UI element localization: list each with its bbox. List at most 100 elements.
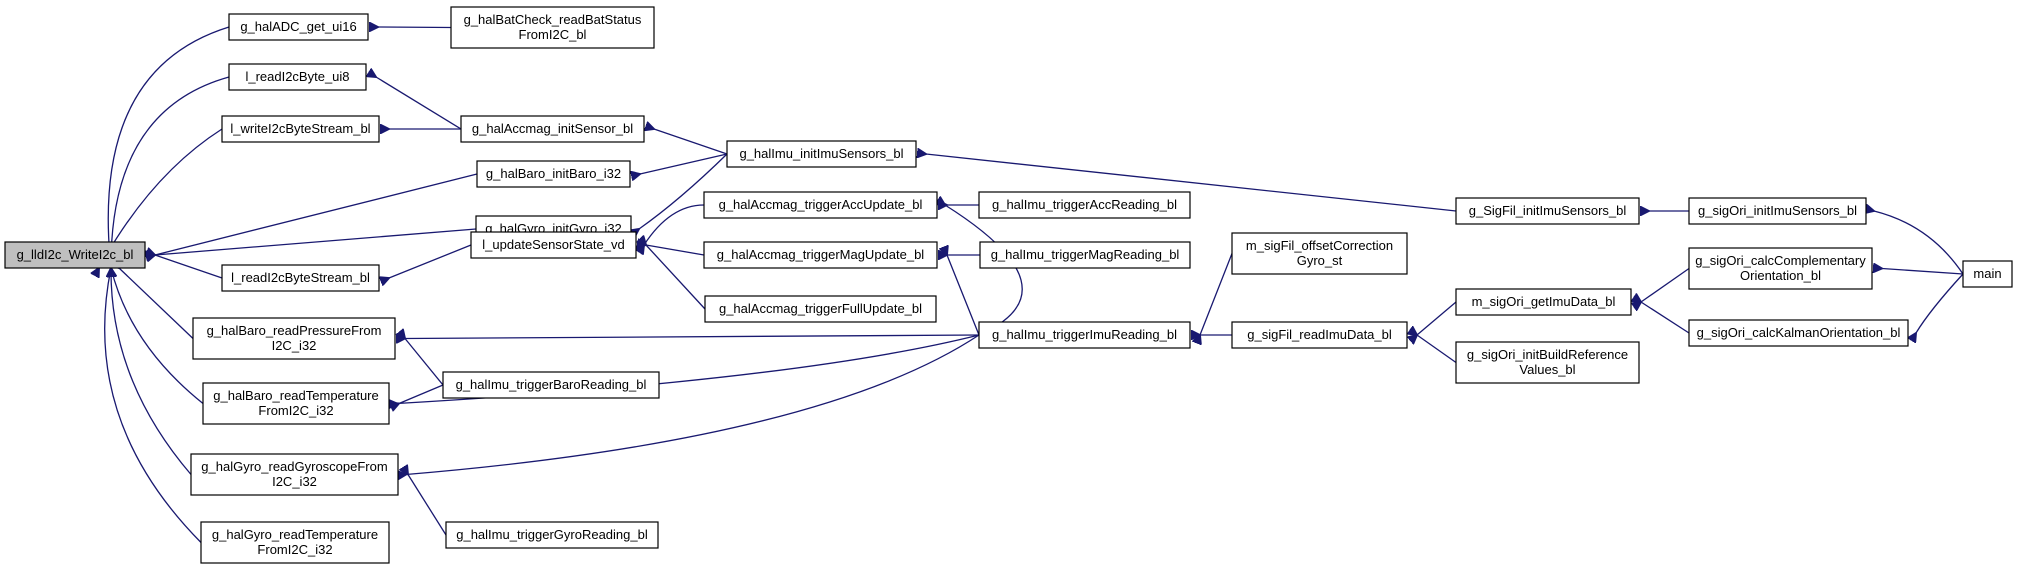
node-label: g_halBaro_initBaro_i32 <box>486 166 621 181</box>
node-box <box>190 453 399 496</box>
call-edge-barotemp-to-root <box>111 268 204 405</box>
function-node-root[interactable]: g_lldI2c_WriteI2c_bl <box>4 241 146 269</box>
node-box <box>704 295 937 323</box>
function-node-readimu[interactable]: g_sigFil_readImuData_bl <box>1231 321 1408 349</box>
node-label: l_readI2cByte_ui8 <box>245 69 349 84</box>
function-node-writestream[interactable]: l_writeI2cByteStream_bl <box>221 115 380 143</box>
function-node-imuinit[interactable]: g_halImu_initImuSensors_bl <box>726 140 917 168</box>
node-box <box>1688 197 1867 225</box>
function-node-imutrig[interactable]: g_halImu_triggerImuReading_bl <box>978 321 1191 349</box>
node-label: g_halImu_triggerBaroReading_bl <box>456 377 647 392</box>
call-edge-baroinit-to-root <box>155 173 478 255</box>
node-label: g_lldI2c_WriteI2c_bl <box>17 247 134 262</box>
call-edge-accinit-to-readbyte <box>376 77 462 130</box>
node-label: g_sigOri_calcKalmanOrientation_bl <box>1697 325 1901 340</box>
node-label: g_sigOri_initImuSensors_bl <box>1698 203 1857 218</box>
node-box <box>1455 341 1640 384</box>
node-label: m_sigFil_offsetCorrection <box>1246 238 1393 253</box>
node-box <box>200 521 390 564</box>
node-label: l_readI2cByteStream_bl <box>231 270 370 285</box>
call-edge-main-to-compl <box>1882 269 1964 275</box>
function-node-readbyte[interactable]: l_readI2cByte_ui8 <box>228 63 367 91</box>
call-edge-readbyte-to-root <box>111 76 230 268</box>
function-node-updstate[interactable]: l_updateSensorState_vd <box>470 231 637 259</box>
call-edge-trigfull-to-updstate <box>646 245 706 310</box>
call-edge-imutrig-to-gyroread <box>406 334 980 475</box>
call-edge-imugyro-to-gyroread <box>408 475 447 536</box>
function-node-imumag[interactable]: g_halImu_triggerMagReading_bl <box>979 241 1191 269</box>
node-label: main <box>1973 266 2001 281</box>
node-box <box>978 191 1191 219</box>
node-label: g_sigFil_readImuData_bl <box>1247 327 1392 342</box>
edges-layer <box>99 27 1964 543</box>
call-edge-imubaro-to-barotemp <box>399 384 444 404</box>
node-label: g_halImu_triggerMagReading_bl <box>991 247 1180 262</box>
node-box <box>202 382 390 425</box>
call-edge-imutrig-to-trigacc <box>945 205 1023 336</box>
node-label: g_halBatCheck_readBatStatus <box>464 12 642 27</box>
function-node-baroinit[interactable]: g_halBaro_initBaro_i32 <box>476 160 631 188</box>
node-box <box>1231 321 1408 349</box>
node-box <box>1231 232 1408 275</box>
function-node-trigacc[interactable]: g_halAccmag_triggerAccUpdate_bl <box>703 191 938 219</box>
node-box <box>228 13 369 41</box>
node-label: FromI2C_bl <box>519 27 587 42</box>
node-label: g_halBaro_readTemperature <box>213 388 379 403</box>
node-label: g_halImu_triggerImuReading_bl <box>992 327 1177 342</box>
node-box <box>703 191 938 219</box>
function-node-oriinit[interactable]: g_sigOri_initImuSensors_bl <box>1688 197 1867 225</box>
call-edge-baropress-to-root <box>119 268 194 339</box>
call-edge-trigacc-to-updstate <box>644 204 705 245</box>
function-node-getimu[interactable]: m_sigOri_getImuData_bl <box>1455 288 1632 316</box>
node-box <box>192 317 396 360</box>
function-node-readstream[interactable]: l_readI2cByteStream_bl <box>221 264 380 292</box>
node-label: g_sigOri_initBuildReference <box>1467 347 1628 362</box>
node-box <box>221 264 380 292</box>
function-node-adc[interactable]: g_halADC_get_ui16 <box>228 13 369 41</box>
node-box <box>978 321 1191 349</box>
node-box <box>470 231 637 259</box>
node-box <box>442 371 660 399</box>
call-edge-imuinit-to-accinit <box>654 129 728 155</box>
node-box <box>221 115 380 143</box>
call-edge-gyroread-to-root <box>111 268 192 475</box>
function-node-imubaro[interactable]: g_halImu_triggerBaroReading_bl <box>442 371 660 399</box>
node-label: g_halAccmag_triggerFullUpdate_bl <box>719 301 922 316</box>
node-box <box>979 241 1191 269</box>
node-label: g_halAccmag_triggerMagUpdate_bl <box>717 247 925 262</box>
node-label: FromI2C_i32 <box>257 542 332 557</box>
function-node-imuacc[interactable]: g_halImu_triggerAccReading_bl <box>978 191 1191 219</box>
node-box <box>460 115 645 143</box>
function-node-sigfilinit[interactable]: g_SigFil_initImuSensors_bl <box>1455 197 1640 225</box>
call-edge-updstate-to-readstream <box>389 244 472 278</box>
call-edge-gyroinit-to-root <box>155 228 477 255</box>
function-node-imugyro[interactable]: g_halImu_triggerGyroReading_bl <box>445 521 659 549</box>
function-node-accinit[interactable]: g_halAccmag_initSensor_bl <box>460 115 645 143</box>
function-node-main[interactable]: main <box>1962 260 2013 288</box>
node-label: g_halADC_get_ui16 <box>240 19 356 34</box>
function-node-trigmag[interactable]: g_halAccmag_triggerMagUpdate_bl <box>703 241 938 269</box>
node-label: Gyro_st <box>1297 253 1343 268</box>
node-box <box>1455 197 1640 225</box>
node-box <box>1688 247 1873 290</box>
call-edge-kalman-to-getimu <box>1641 302 1690 334</box>
call-edge-readstream-to-root <box>155 255 223 279</box>
node-label: g_halImu_triggerGyroReading_bl <box>456 527 648 542</box>
function-node-kalman[interactable]: g_sigOri_calcKalmanOrientation_bl <box>1688 319 1909 347</box>
node-label: l_writeI2cByteStream_bl <box>230 121 370 136</box>
node-box <box>4 241 146 269</box>
call-edge-buildref-to-readimu <box>1417 335 1457 364</box>
node-label: g_sigOri_calcComplementary <box>1695 253 1866 268</box>
node-box <box>1688 319 1909 347</box>
call-edge-main-to-kalman <box>1916 273 1964 333</box>
function-node-trigfull[interactable]: g_halAccmag_triggerFullUpdate_bl <box>704 295 937 323</box>
